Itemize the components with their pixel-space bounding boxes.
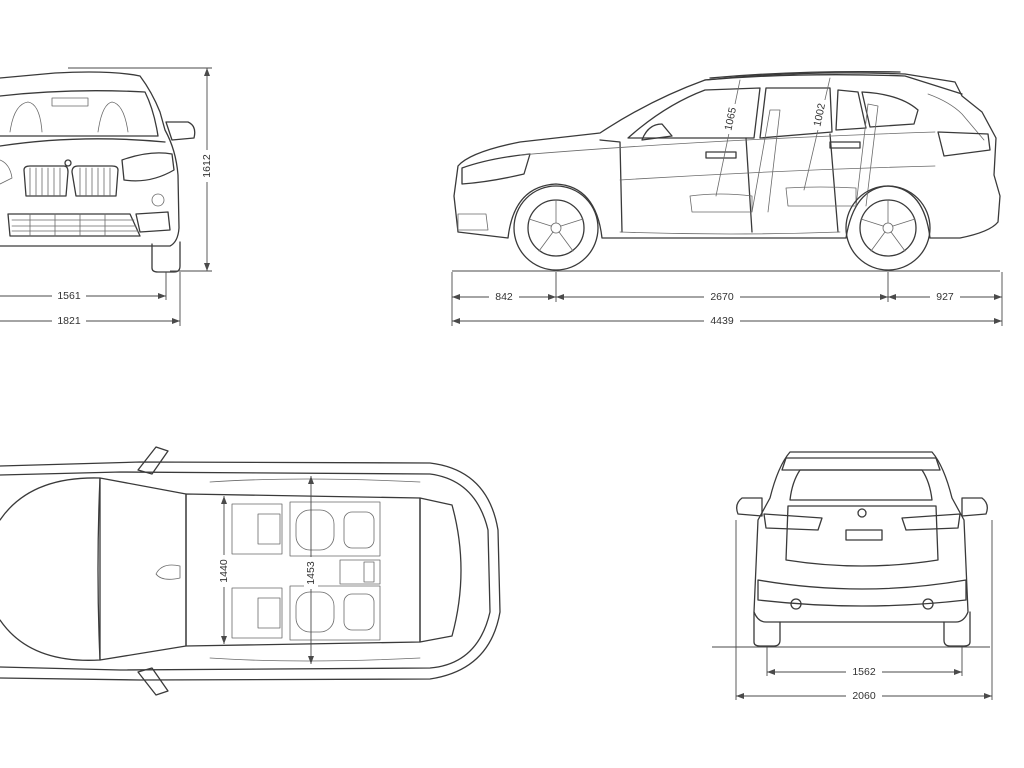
rear-taillight-right bbox=[901, 513, 961, 531]
rear-width-label: 2060 bbox=[852, 690, 876, 702]
top-hood bbox=[0, 477, 101, 661]
side-window-rear-quarter bbox=[861, 91, 919, 128]
front-track-label: 1561 bbox=[57, 290, 81, 302]
side-window-front bbox=[627, 87, 761, 139]
top-mirror-left bbox=[137, 446, 169, 475]
side-view: 1065 1002 842 2670 927 4439 bbox=[451, 70, 1003, 328]
exhaust-left bbox=[790, 598, 802, 610]
rear-mirror-right bbox=[961, 497, 988, 517]
front-view: 1612 1561 1821 bbox=[0, 67, 213, 328]
top-seat-rear-right bbox=[289, 585, 381, 641]
rear-window bbox=[789, 469, 933, 501]
side-seat-front bbox=[689, 109, 781, 213]
license-plate bbox=[845, 529, 883, 541]
rear-bumper bbox=[757, 579, 967, 607]
top-mirror-right bbox=[137, 667, 169, 696]
front-door-handle bbox=[705, 151, 737, 159]
front-overhang-label: 842 bbox=[495, 291, 513, 303]
side-window-quarter bbox=[835, 89, 867, 131]
length-label: 4439 bbox=[710, 315, 734, 327]
rear-door-handle bbox=[829, 141, 861, 149]
rear-mirror-left bbox=[736, 497, 763, 517]
headroom-rear-label: 1002 bbox=[811, 102, 828, 127]
rear-tire-left bbox=[753, 611, 781, 647]
front-side-mirror bbox=[165, 121, 196, 141]
front-wheel bbox=[513, 185, 599, 271]
wheelbase-label: 2670 bbox=[710, 291, 734, 303]
side-body-outline bbox=[453, 72, 1001, 239]
top-seat-front-left bbox=[231, 503, 283, 555]
rear-overhang-label: 927 bbox=[936, 291, 954, 303]
top-seat-front-right bbox=[231, 587, 283, 639]
top-rear-window bbox=[419, 497, 462, 643]
side-taillight bbox=[937, 131, 991, 157]
top-seat-rear-left bbox=[289, 501, 381, 557]
rear-taillight-left bbox=[763, 513, 823, 531]
roof-rail bbox=[709, 70, 901, 79]
front-lower-intake bbox=[7, 213, 141, 237]
tailgate bbox=[785, 505, 939, 567]
rear-spoiler bbox=[781, 457, 941, 471]
shoulder-rear-label: 1453 bbox=[305, 561, 317, 585]
top-windshield bbox=[97, 477, 187, 661]
top-body-outline bbox=[0, 461, 501, 681]
front-body-outline bbox=[0, 71, 180, 247]
side-mirror bbox=[641, 123, 673, 141]
front-headlight bbox=[121, 152, 175, 182]
front-fog-lamp bbox=[135, 211, 171, 233]
rear-wheel bbox=[845, 185, 931, 271]
kidney-grille-right bbox=[71, 165, 119, 197]
rear-view: 1562 2060 bbox=[712, 451, 993, 703]
shoulder-front-label: 1440 bbox=[218, 559, 230, 583]
rear-body-outline bbox=[753, 451, 969, 623]
front-windshield bbox=[0, 90, 159, 137]
front-badge bbox=[64, 159, 72, 167]
rear-tire-right bbox=[943, 611, 971, 647]
rear-badge bbox=[857, 508, 867, 518]
side-window-rear bbox=[759, 87, 833, 139]
rear-track-label: 1562 bbox=[852, 666, 876, 678]
headroom-front-label: 1065 bbox=[722, 106, 739, 131]
side-headlight bbox=[461, 153, 531, 185]
kidney-grille-left bbox=[23, 165, 69, 197]
front-height-label: 1612 bbox=[201, 154, 213, 178]
top-view: 1440 1453 bbox=[0, 446, 501, 696]
exhaust-right bbox=[922, 598, 934, 610]
front-width-label: 1821 bbox=[57, 315, 81, 327]
